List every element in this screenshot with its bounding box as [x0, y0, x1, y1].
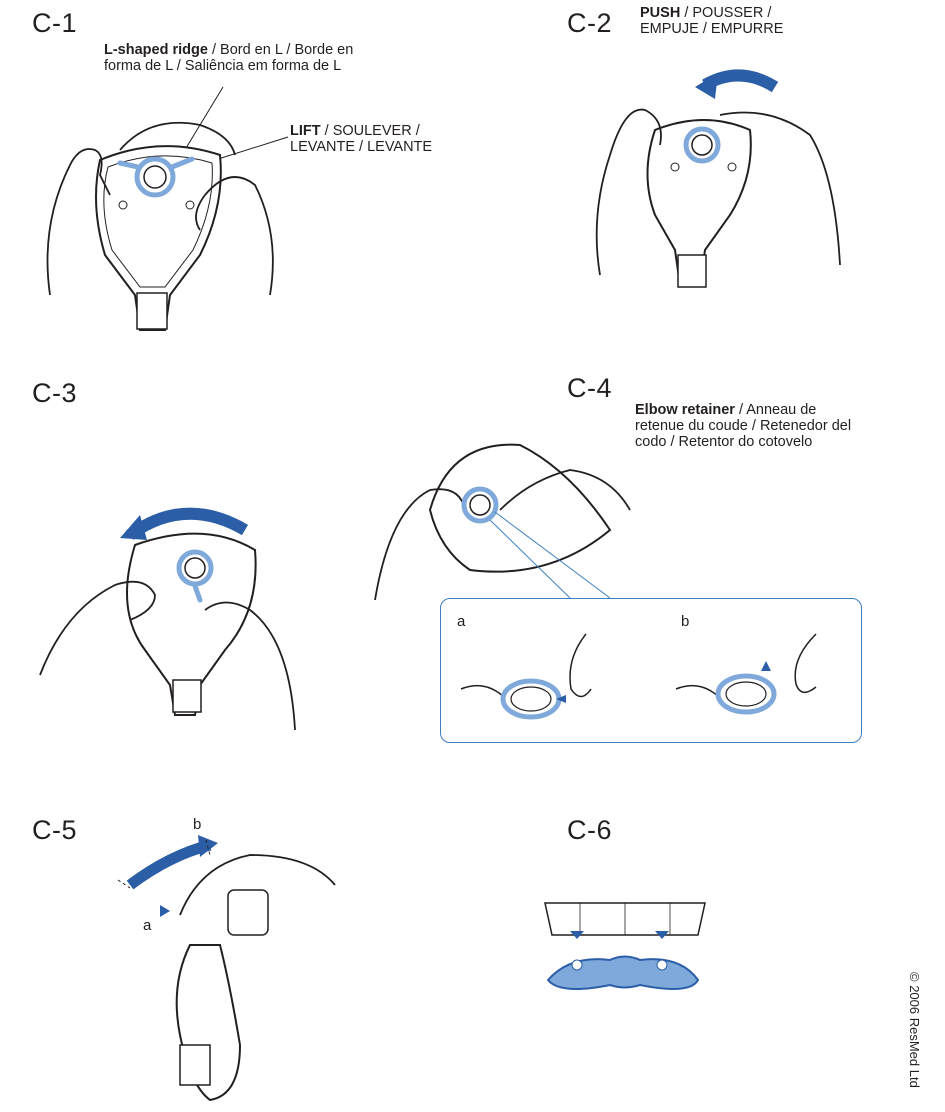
step-label-c6: C-6 [567, 815, 612, 846]
inset-figure-b [671, 629, 841, 739]
step-label-c1: C-1 [32, 8, 77, 39]
step-label-c5: C-5 [32, 815, 77, 846]
forehead-connector [678, 255, 706, 287]
copyright: © 2006 ResMed Ltd [907, 972, 922, 1088]
hand [570, 634, 591, 697]
forehead-connector [180, 1045, 210, 1085]
forehead-connector [173, 680, 201, 712]
forehead-connector [137, 293, 167, 329]
elbow [228, 890, 268, 935]
forehead-pad [548, 957, 698, 990]
callout-elbow-retainer: Elbow retainer / Anneau de retenue du co… [635, 402, 851, 450]
figure-c2 [570, 65, 870, 305]
rotate-arrow [130, 514, 245, 535]
push-arrowhead [695, 73, 718, 99]
step-label-c4: C-4 [567, 373, 612, 404]
rotate-arrowhead [120, 515, 147, 540]
c5-label-b: b [193, 816, 201, 833]
callout-push: PUSH / POUSSER / EMPUJE / EMPURRE [640, 5, 783, 37]
push-arrow-a [160, 905, 170, 917]
direction-arrow [761, 661, 771, 671]
figure-c4 [370, 430, 650, 610]
sub-label-b: b [681, 613, 689, 630]
mask-frame [430, 445, 610, 572]
inset-figure-a [456, 629, 626, 739]
figure-c1 [20, 55, 450, 345]
figure-c5 [110, 835, 350, 1105]
hand [795, 634, 816, 692]
step-label-c3: C-3 [32, 378, 77, 409]
inset-panel: a b [440, 598, 862, 743]
step-label-c2: C-2 [567, 8, 612, 39]
figure-c3 [35, 500, 315, 740]
figure-c6 [540, 895, 710, 1005]
rotate-arrow [130, 845, 210, 885]
sub-label-a: a [457, 613, 465, 630]
